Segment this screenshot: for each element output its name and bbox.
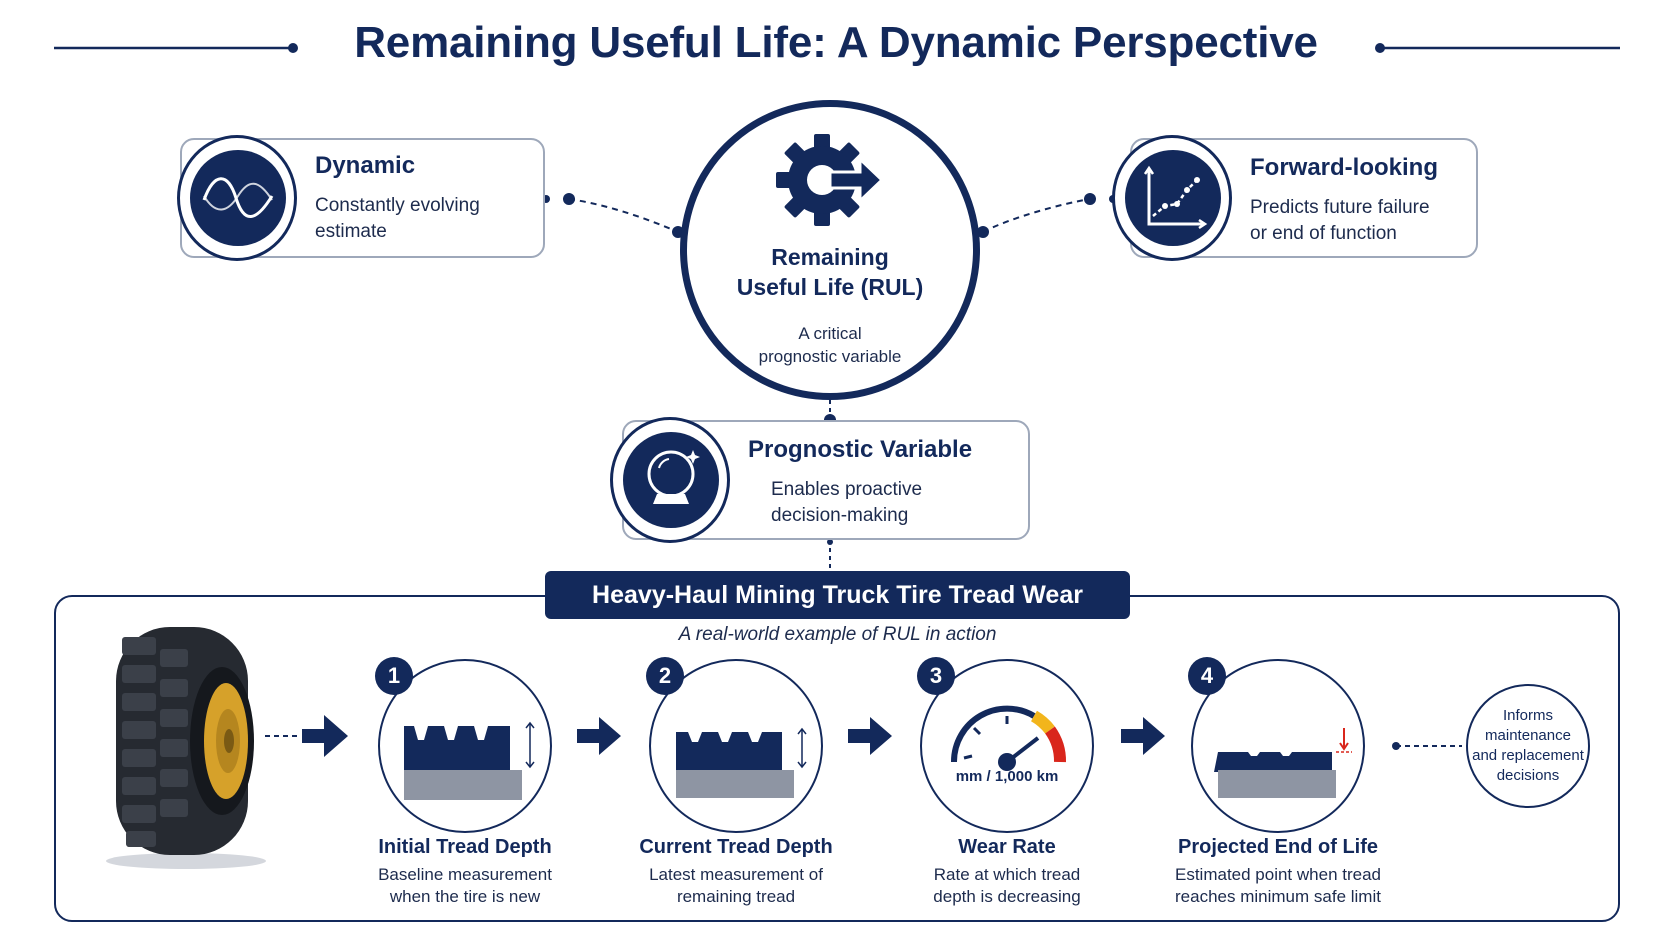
prognostic-text-line1: Enables proactive xyxy=(771,479,923,500)
forward-title: Forward-looking xyxy=(1250,154,1438,181)
step-3-line1: Rate at which tread xyxy=(933,865,1081,884)
rul-subtitle: A critical prognostic variable xyxy=(680,322,980,368)
outcome-line2: maintenance xyxy=(1485,727,1571,744)
gear-arrow-icon xyxy=(770,125,890,235)
prognostic-text-line2: decision-making xyxy=(771,505,909,526)
rul-title: Remaining Useful Life (RUL) xyxy=(680,242,980,302)
example-subtitle: A real-world example of RUL in action xyxy=(678,624,997,645)
outcome-line4: decisions xyxy=(1496,767,1560,784)
step-4-line1: Estimated point when tread xyxy=(1174,865,1381,884)
step-3-title: Wear Rate xyxy=(958,836,1056,858)
outcome-line1: Informs xyxy=(1502,707,1553,724)
rul-subtitle-line1: A critical xyxy=(798,324,862,343)
trend-chart-icon xyxy=(1125,150,1221,246)
step-4-badge: 4 xyxy=(1188,657,1226,695)
step-1-badge: 1 xyxy=(375,657,413,695)
rul-subtitle-line2: prognostic variable xyxy=(758,347,902,366)
forward-text-line1: Predicts future failure xyxy=(1250,197,1430,218)
forward-text-line2: or end of function xyxy=(1250,223,1397,244)
worn-tread-icon xyxy=(1214,718,1354,802)
outcome-circle xyxy=(1466,684,1590,808)
mining-tire-image xyxy=(104,615,274,873)
example-banner: Heavy-Haul Mining Truck Tire Tread Wear xyxy=(545,571,1130,619)
rul-title-line2: Useful Life (RUL) xyxy=(736,274,924,300)
outcome-line3: and replacement xyxy=(1472,747,1584,764)
outcome-text: Informs maintenance and replacement deci… xyxy=(1466,706,1590,786)
step-4-line2: reaches minimum safe limit xyxy=(1175,887,1381,906)
step-1-line1: Baseline measurement xyxy=(378,865,552,884)
rul-title-line1: Remaining xyxy=(771,244,889,270)
prognostic-title: Prognostic Variable xyxy=(748,436,973,463)
partial-tread-icon xyxy=(672,718,812,802)
step-1-title: Initial Tread Depth xyxy=(378,836,552,858)
step-4-title: Projected End of Life xyxy=(1177,836,1379,858)
page-title: Remaining Useful Life: A Dynamic Perspec… xyxy=(354,18,1318,67)
dynamic-title: Dynamic xyxy=(315,152,416,179)
dynamic-text-line1: Constantly evolving xyxy=(315,195,480,216)
deep-tread-icon xyxy=(400,718,540,802)
step-2-line2: remaining tread xyxy=(676,887,796,906)
step-2-title: Current Tread Depth xyxy=(639,836,833,858)
crystal-ball-icon xyxy=(623,432,719,528)
gauge-icon xyxy=(940,682,1074,782)
wear-rate-unit: mm / 1,000 km xyxy=(955,768,1059,785)
dynamic-text-line2: estimate xyxy=(315,221,387,242)
step-1-line2: when the tire is new xyxy=(389,887,541,906)
step-3-line2: depth is decreasing xyxy=(933,887,1081,906)
step-3-badge: 3 xyxy=(917,657,955,695)
step-2-badge: 2 xyxy=(646,657,684,695)
step-2-line1: Latest measurement of xyxy=(649,865,823,884)
wave-icon xyxy=(190,150,286,246)
